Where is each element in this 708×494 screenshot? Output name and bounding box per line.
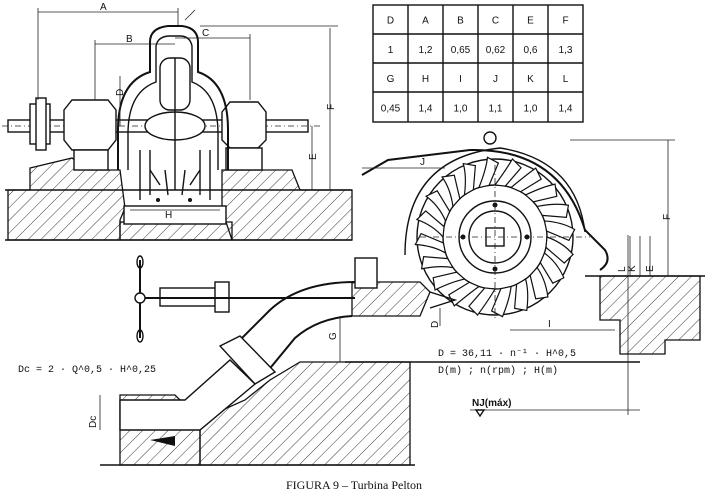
pit-inner [123,205,227,225]
table-cell: L [563,74,569,85]
table-cell: J [493,74,498,85]
runner-bucket [539,252,565,284]
runner-bucket [424,190,451,223]
figure-caption: FIGURA 9 – Turbina Pelton [285,478,423,492]
right-foundation [221,169,353,241]
table-cell: 1,2 [419,45,433,56]
proportions-table [372,4,584,123]
table-cell: I [459,74,462,85]
runner-bucket [468,287,496,316]
formula-d-line1: D = 36,11 · n⁻¹ · H^0,5 [438,349,576,360]
runner-bucket [415,210,445,239]
dim-D-nozzle: D [430,321,441,328]
dim-G: G [328,332,339,340]
table-cell: 1 [388,45,394,56]
housing-arch [117,25,229,170]
casing [361,148,609,271]
runner-bucket [513,278,529,312]
runner-bucket [462,162,477,197]
table-cell: 1,0 [454,103,468,114]
dim-C: C [202,28,209,39]
table-cell: C [492,16,499,27]
dim-B: B [126,34,133,45]
table-cell: 0,62 [486,45,506,56]
runner-bucket [477,156,500,189]
level-mark: NJ(máx) [472,398,511,409]
right-base [599,275,701,355]
runner-bucket [545,236,574,264]
table-cell: 0,65 [451,45,471,56]
table-cell: G [387,74,395,85]
runner-bucket [536,203,570,219]
formula-d-line2: D(m) ; n(rpm) ; H(m) [438,365,558,377]
dim-F: F [326,104,337,110]
penstock-flange [218,335,277,385]
table-cell: 1,1 [489,103,503,114]
runner-bucket [529,266,549,300]
runner-bucket [490,285,512,318]
runner-bucket [420,255,455,270]
dim-I: I [548,319,551,330]
dim-Dc: Dc [88,416,99,428]
runner-buckets [414,156,576,318]
formula-dc: Dc = 2 · Q^0,5 · H^0,25 [18,365,156,376]
table-cell: 1,0 [524,103,538,114]
table-cell: 1,3 [559,45,573,56]
table-cell: H [422,74,429,85]
table-cell: A [422,16,429,27]
penstock-elbow-inner [261,315,353,379]
lifting-eye [483,131,497,145]
runner-bucket [543,220,576,242]
deflector-block [354,257,378,289]
dim-J: J [420,157,425,168]
nozzle-body [351,281,431,317]
runner-bucket [414,232,447,255]
runner-bucket [509,167,542,193]
dim-L: L [617,266,628,272]
runner-bucket [493,157,522,187]
dim-D: D [115,89,126,96]
table-cell: D [387,16,394,27]
dim-A: A [100,2,107,13]
runner-bucket [441,174,461,208]
table-cell: 0,6 [524,45,538,56]
dim-E: E [308,153,319,160]
dim-H: H [165,210,172,221]
table-cell: 1,4 [559,103,573,114]
left-section-view [2,8,353,241]
bearing-right [221,101,267,149]
table-cells: D A B C E F 1 1,2 0,65 0,62 0,6 1,3G H I J K L 0,45 1,4 1,0… [381,16,573,115]
penstock-elbow-outer [229,281,356,351]
dim-K: K [627,265,638,272]
table-cell: F [562,16,568,27]
dim-E-right: E [645,265,656,272]
dim-F-right: F [662,214,673,220]
table-cell: 1,4 [419,103,433,114]
lower-pipe [119,359,257,431]
table-cell: E [527,16,534,27]
table-cell: B [457,16,464,27]
bearing-left [63,99,117,151]
right-elevation-view [99,131,705,466]
table-cell: 0,45 [381,103,401,114]
runner-bucket [432,271,466,291]
runner-bucket [524,183,558,203]
table-cell: K [527,74,534,85]
